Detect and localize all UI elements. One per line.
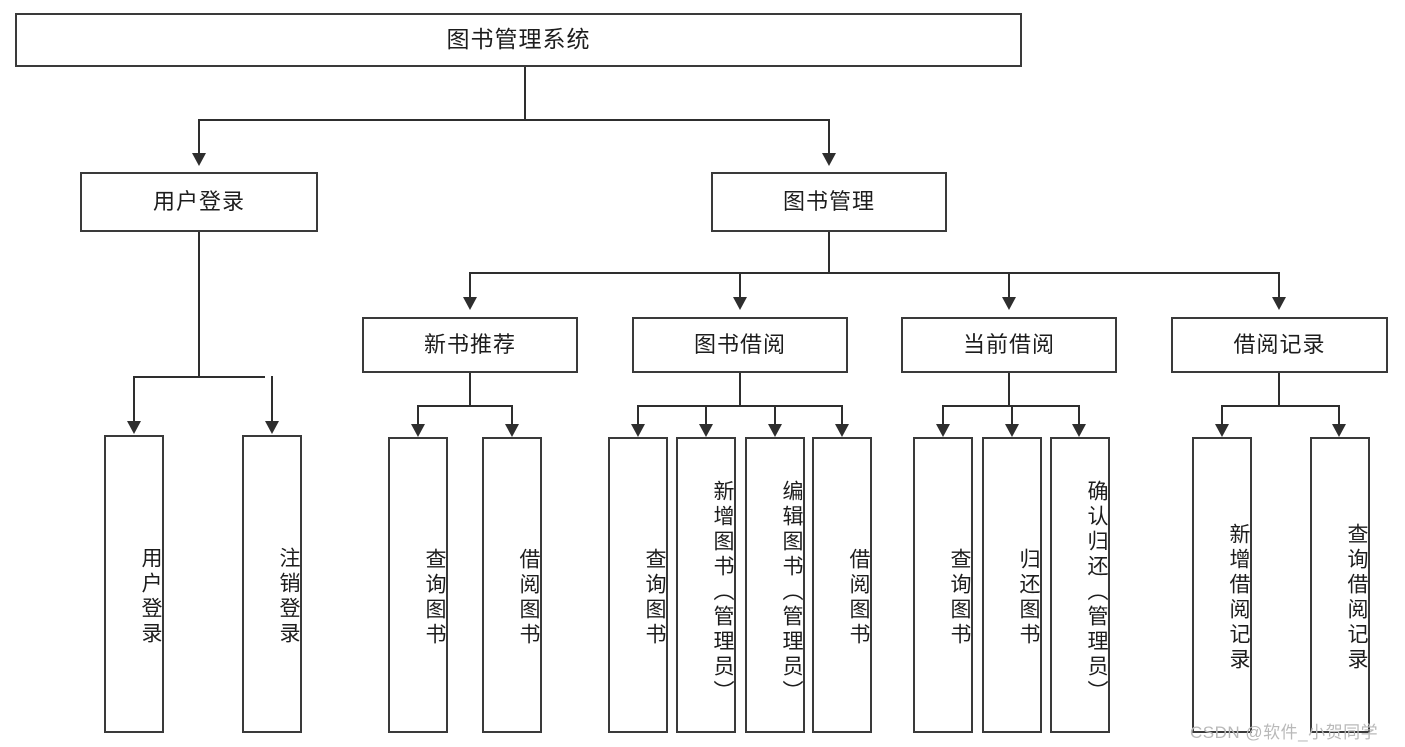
arrowhead-borrow-book-b — [835, 424, 849, 437]
node-label: 查询图书 — [423, 548, 446, 648]
leaf-query-book-a[interactable]: 查询图书 — [388, 437, 448, 733]
node-borrow-record[interactable]: 借阅记录 — [1171, 317, 1388, 373]
connector-borrowrecord-stem — [1278, 373, 1280, 405]
node-label: 新增图书（管理员） — [711, 479, 734, 705]
node-label: 借阅记录 — [1233, 331, 1326, 357]
connector-bookmanage-bar — [469, 272, 1280, 274]
connector-bb-d2 — [705, 405, 707, 424]
node-label: 图书借阅 — [693, 331, 786, 357]
leaf-borrow-book-b[interactable]: 借阅图书 — [812, 437, 872, 733]
leaf-borrow-book-a[interactable]: 借阅图书 — [482, 437, 542, 733]
node-current-borrow[interactable]: 当前借阅 — [901, 317, 1117, 373]
leaf-logout[interactable]: 注销登录 — [242, 435, 302, 733]
leaf-add-book[interactable]: 新增图书（管理员） — [676, 437, 736, 733]
connector-bm-to-newbook — [469, 272, 471, 297]
leaf-return-book[interactable]: 归还图书 — [982, 437, 1042, 733]
connector-root-bar — [198, 119, 830, 121]
csdn-watermark: CSDN @软件_小贺同学 — [1190, 723, 1379, 742]
arrowhead-query-book-a — [411, 424, 425, 437]
node-label: 新增借阅记录 — [1227, 523, 1250, 673]
node-book-manage[interactable]: 图书管理 — [711, 172, 947, 232]
arrowhead-edit-book — [768, 424, 782, 437]
connector-currentborrow-stem — [1008, 373, 1010, 405]
connector-br-d1 — [1221, 405, 1223, 424]
node-label: 图书管理系统 — [446, 26, 591, 53]
node-book-borrow[interactable]: 图书借阅 — [632, 317, 848, 373]
arrowhead-query-book-c — [936, 424, 950, 437]
connector-newbook-bar — [417, 405, 513, 407]
arrowhead-query-record — [1332, 424, 1346, 437]
arrowhead-root-to-bookmanage — [822, 153, 836, 166]
node-user-login[interactable]: 用户登录 — [80, 172, 318, 232]
connector-root-stem — [524, 67, 526, 119]
connector-root-to-userlogin — [198, 119, 200, 153]
node-root-system[interactable]: 图书管理系统 — [15, 13, 1022, 67]
arrowhead-leaf-logout — [265, 421, 279, 434]
node-label: 新书推荐 — [423, 331, 516, 357]
connector-bm-to-borrow — [739, 272, 741, 297]
leaf-query-book-c[interactable]: 查询图书 — [913, 437, 973, 733]
connector-root-to-bookmanage — [828, 119, 830, 153]
arrowhead-leaf-user-login — [127, 421, 141, 434]
connector-cb-d3 — [1078, 405, 1080, 424]
node-label: 确认归还（管理员） — [1085, 479, 1108, 705]
arrowhead-borrow — [733, 297, 747, 310]
arrowhead-borrow-book-a — [505, 424, 519, 437]
node-new-book-recommend[interactable]: 新书推荐 — [362, 317, 578, 373]
connector-bb-d1 — [637, 405, 639, 424]
connector-userlogin-right-drop — [271, 376, 273, 421]
leaf-user-login[interactable]: 用户登录 — [104, 435, 164, 733]
node-label: 查询图书 — [643, 548, 666, 648]
connector-cb-d2 — [1011, 405, 1013, 424]
arrowhead-return-book — [1005, 424, 1019, 437]
connector-bm-to-record — [1278, 272, 1280, 297]
leaf-query-book-b[interactable]: 查询图书 — [608, 437, 668, 733]
arrowhead-query-book-b — [631, 424, 645, 437]
node-label: 查询图书 — [948, 548, 971, 648]
node-label: 图书管理 — [782, 188, 875, 214]
node-label: 编辑图书（管理员） — [780, 479, 803, 705]
connector-newbook-d1 — [417, 405, 419, 424]
connector-userlogin-bar — [133, 376, 265, 378]
node-label: 用户登录 — [139, 547, 162, 647]
connector-borrowrecord-bar — [1221, 405, 1340, 407]
node-label: 查询借阅记录 — [1345, 523, 1368, 673]
connector-bookmanage-stem — [828, 232, 830, 272]
connector-bookborrow-bar — [637, 405, 843, 407]
connector-bm-to-current — [1008, 272, 1010, 297]
arrowhead-add-record — [1215, 424, 1229, 437]
connector-newbook-d2 — [511, 405, 513, 424]
connector-newbook-stem — [469, 373, 471, 405]
node-label: 归还图书 — [1017, 548, 1040, 648]
leaf-add-borrow-record[interactable]: 新增借阅记录 — [1192, 437, 1252, 733]
connector-bookborrow-stem — [739, 373, 741, 405]
leaf-confirm-return[interactable]: 确认归还（管理员） — [1050, 437, 1110, 733]
arrowhead-newbook — [463, 297, 477, 310]
connector-br-d2 — [1338, 405, 1340, 424]
connector-cb-d1 — [942, 405, 944, 424]
connector-bb-d4 — [841, 405, 843, 424]
node-label: 用户登录 — [152, 188, 245, 214]
arrowhead-current — [1002, 297, 1016, 310]
leaf-edit-book[interactable]: 编辑图书（管理员） — [745, 437, 805, 733]
arrowhead-add-book — [699, 424, 713, 437]
arrowhead-root-to-userlogin — [192, 153, 206, 166]
arrowhead-record — [1272, 297, 1286, 310]
node-label: 当前借阅 — [962, 331, 1055, 357]
leaf-query-borrow-record[interactable]: 查询借阅记录 — [1310, 437, 1370, 733]
node-label: 借阅图书 — [517, 548, 540, 648]
arrowhead-confirm-return — [1072, 424, 1086, 437]
node-label: 注销登录 — [277, 547, 300, 647]
node-label: 借阅图书 — [847, 548, 870, 648]
connector-userlogin-left-drop — [133, 376, 135, 421]
connector-userlogin-stem — [198, 232, 200, 376]
connector-bb-d3 — [774, 405, 776, 424]
